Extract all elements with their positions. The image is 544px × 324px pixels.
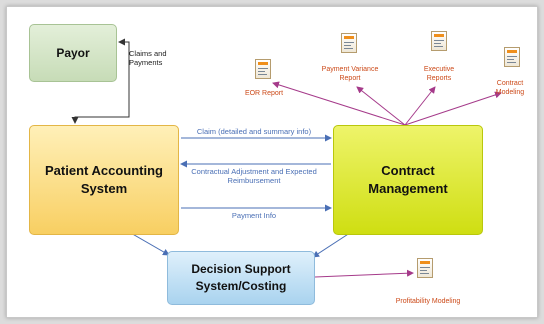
eor-report-label: EOR Report [244,90,284,97]
report-document-icon [431,31,447,51]
payment-info-label: Payment Info [231,211,277,220]
profitability-modeling-label: Profitability Modeling [395,298,461,305]
contractual-adjustment-label: Contractual Adjustment and Expected Reim… [191,167,317,185]
payor-box: Payor [29,24,117,82]
diagram-canvas: Payor Patient Accounting System Contract… [6,6,538,318]
contract-management-box: Contract Management [333,125,483,235]
contract-modeling-arrow [404,91,502,126]
claim-info-label: Claim (detailed and summary info) [196,127,312,136]
claims-and-payments-label: Claims and Payments [129,49,167,67]
report-document-icon [255,59,271,79]
eor-report-arrow [272,81,406,126]
contract-modeling-label: Contract Modeling [495,80,525,96]
payment-variance-arrow [356,86,406,126]
profitability-arrow [314,269,414,278]
report-document-icon [417,258,433,278]
executive-reports-label: Executive Reports [423,66,455,82]
payment-variance-report-label: Payment Variance Report [321,66,379,82]
patient-accounting-box: Patient Accounting System [29,125,179,235]
executive-reports-arrow [404,86,436,126]
report-document-icon [504,47,520,67]
decision-support-box: Decision Support System/Costing [167,251,315,305]
report-document-icon [341,33,357,53]
